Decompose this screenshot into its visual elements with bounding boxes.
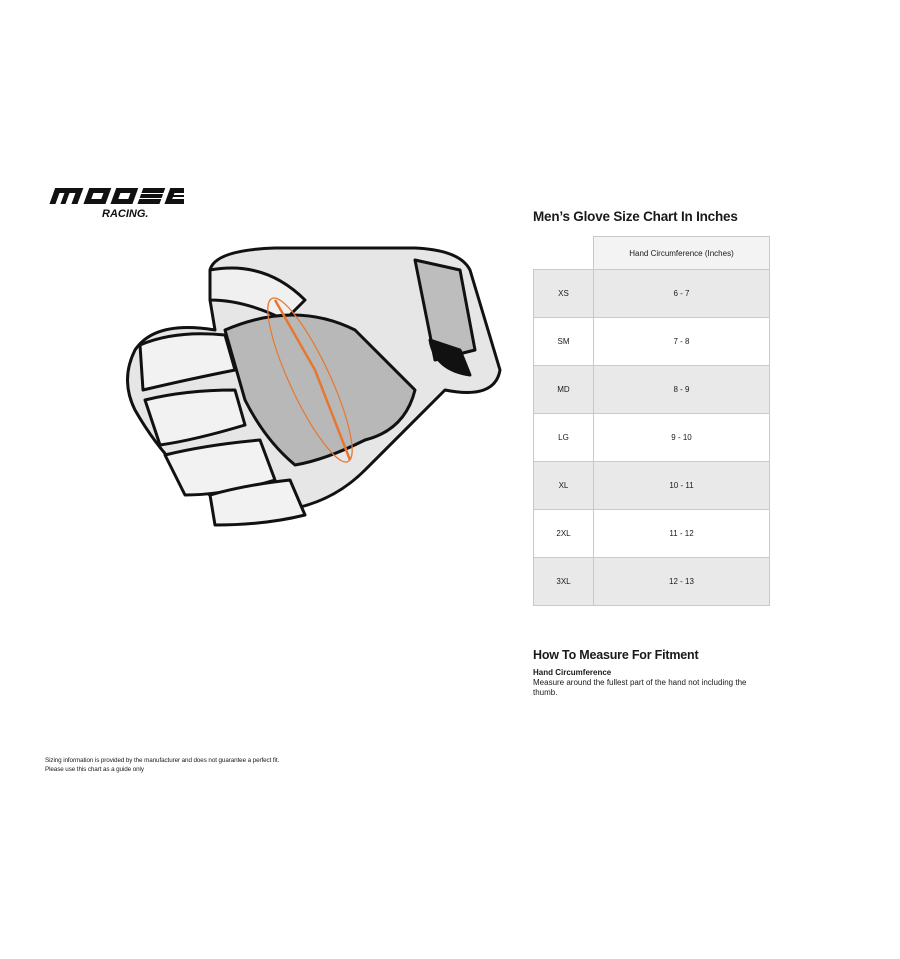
glove-illustration bbox=[126, 246, 502, 527]
size-cell: 3XL bbox=[533, 557, 594, 606]
size-chart-title: Men’s Glove Size Chart In Inches bbox=[533, 209, 738, 224]
column-header: Hand Circumference (Inches) bbox=[593, 236, 770, 270]
range-cell: 9 - 10 bbox=[593, 413, 770, 462]
measure-title: How To Measure For Fitment bbox=[533, 648, 699, 662]
range-cell: 8 - 9 bbox=[593, 365, 770, 414]
range-cell: 11 - 12 bbox=[593, 509, 770, 558]
size-cell: MD bbox=[533, 365, 594, 414]
range-cell: 10 - 11 bbox=[593, 461, 770, 510]
size-cell: XS bbox=[533, 269, 594, 318]
range-cell: 12 - 13 bbox=[593, 557, 770, 606]
size-cell: LG bbox=[533, 413, 594, 462]
disclaimer-line: Please use this chart as a guide only bbox=[45, 766, 144, 773]
disclaimer: Sizing information is provided by the ma… bbox=[45, 756, 279, 774]
size-cell: SM bbox=[533, 317, 594, 366]
disclaimer-line: Sizing information is provided by the ma… bbox=[45, 757, 280, 764]
moose-racing-logo: RACING. bbox=[49, 188, 184, 220]
measure-description: Measure around the fullest part of the h… bbox=[533, 678, 747, 697]
table-header-row: Hand Circumference (Inches) bbox=[533, 236, 770, 270]
measure-subtitle: Hand Circumference bbox=[533, 668, 612, 677]
size-cell: XL bbox=[533, 461, 594, 510]
size-cell: 2XL bbox=[533, 509, 594, 558]
svg-text:RACING.: RACING. bbox=[102, 208, 148, 220]
range-cell: 6 - 7 bbox=[593, 269, 770, 318]
range-cell: 7 - 8 bbox=[593, 317, 770, 366]
